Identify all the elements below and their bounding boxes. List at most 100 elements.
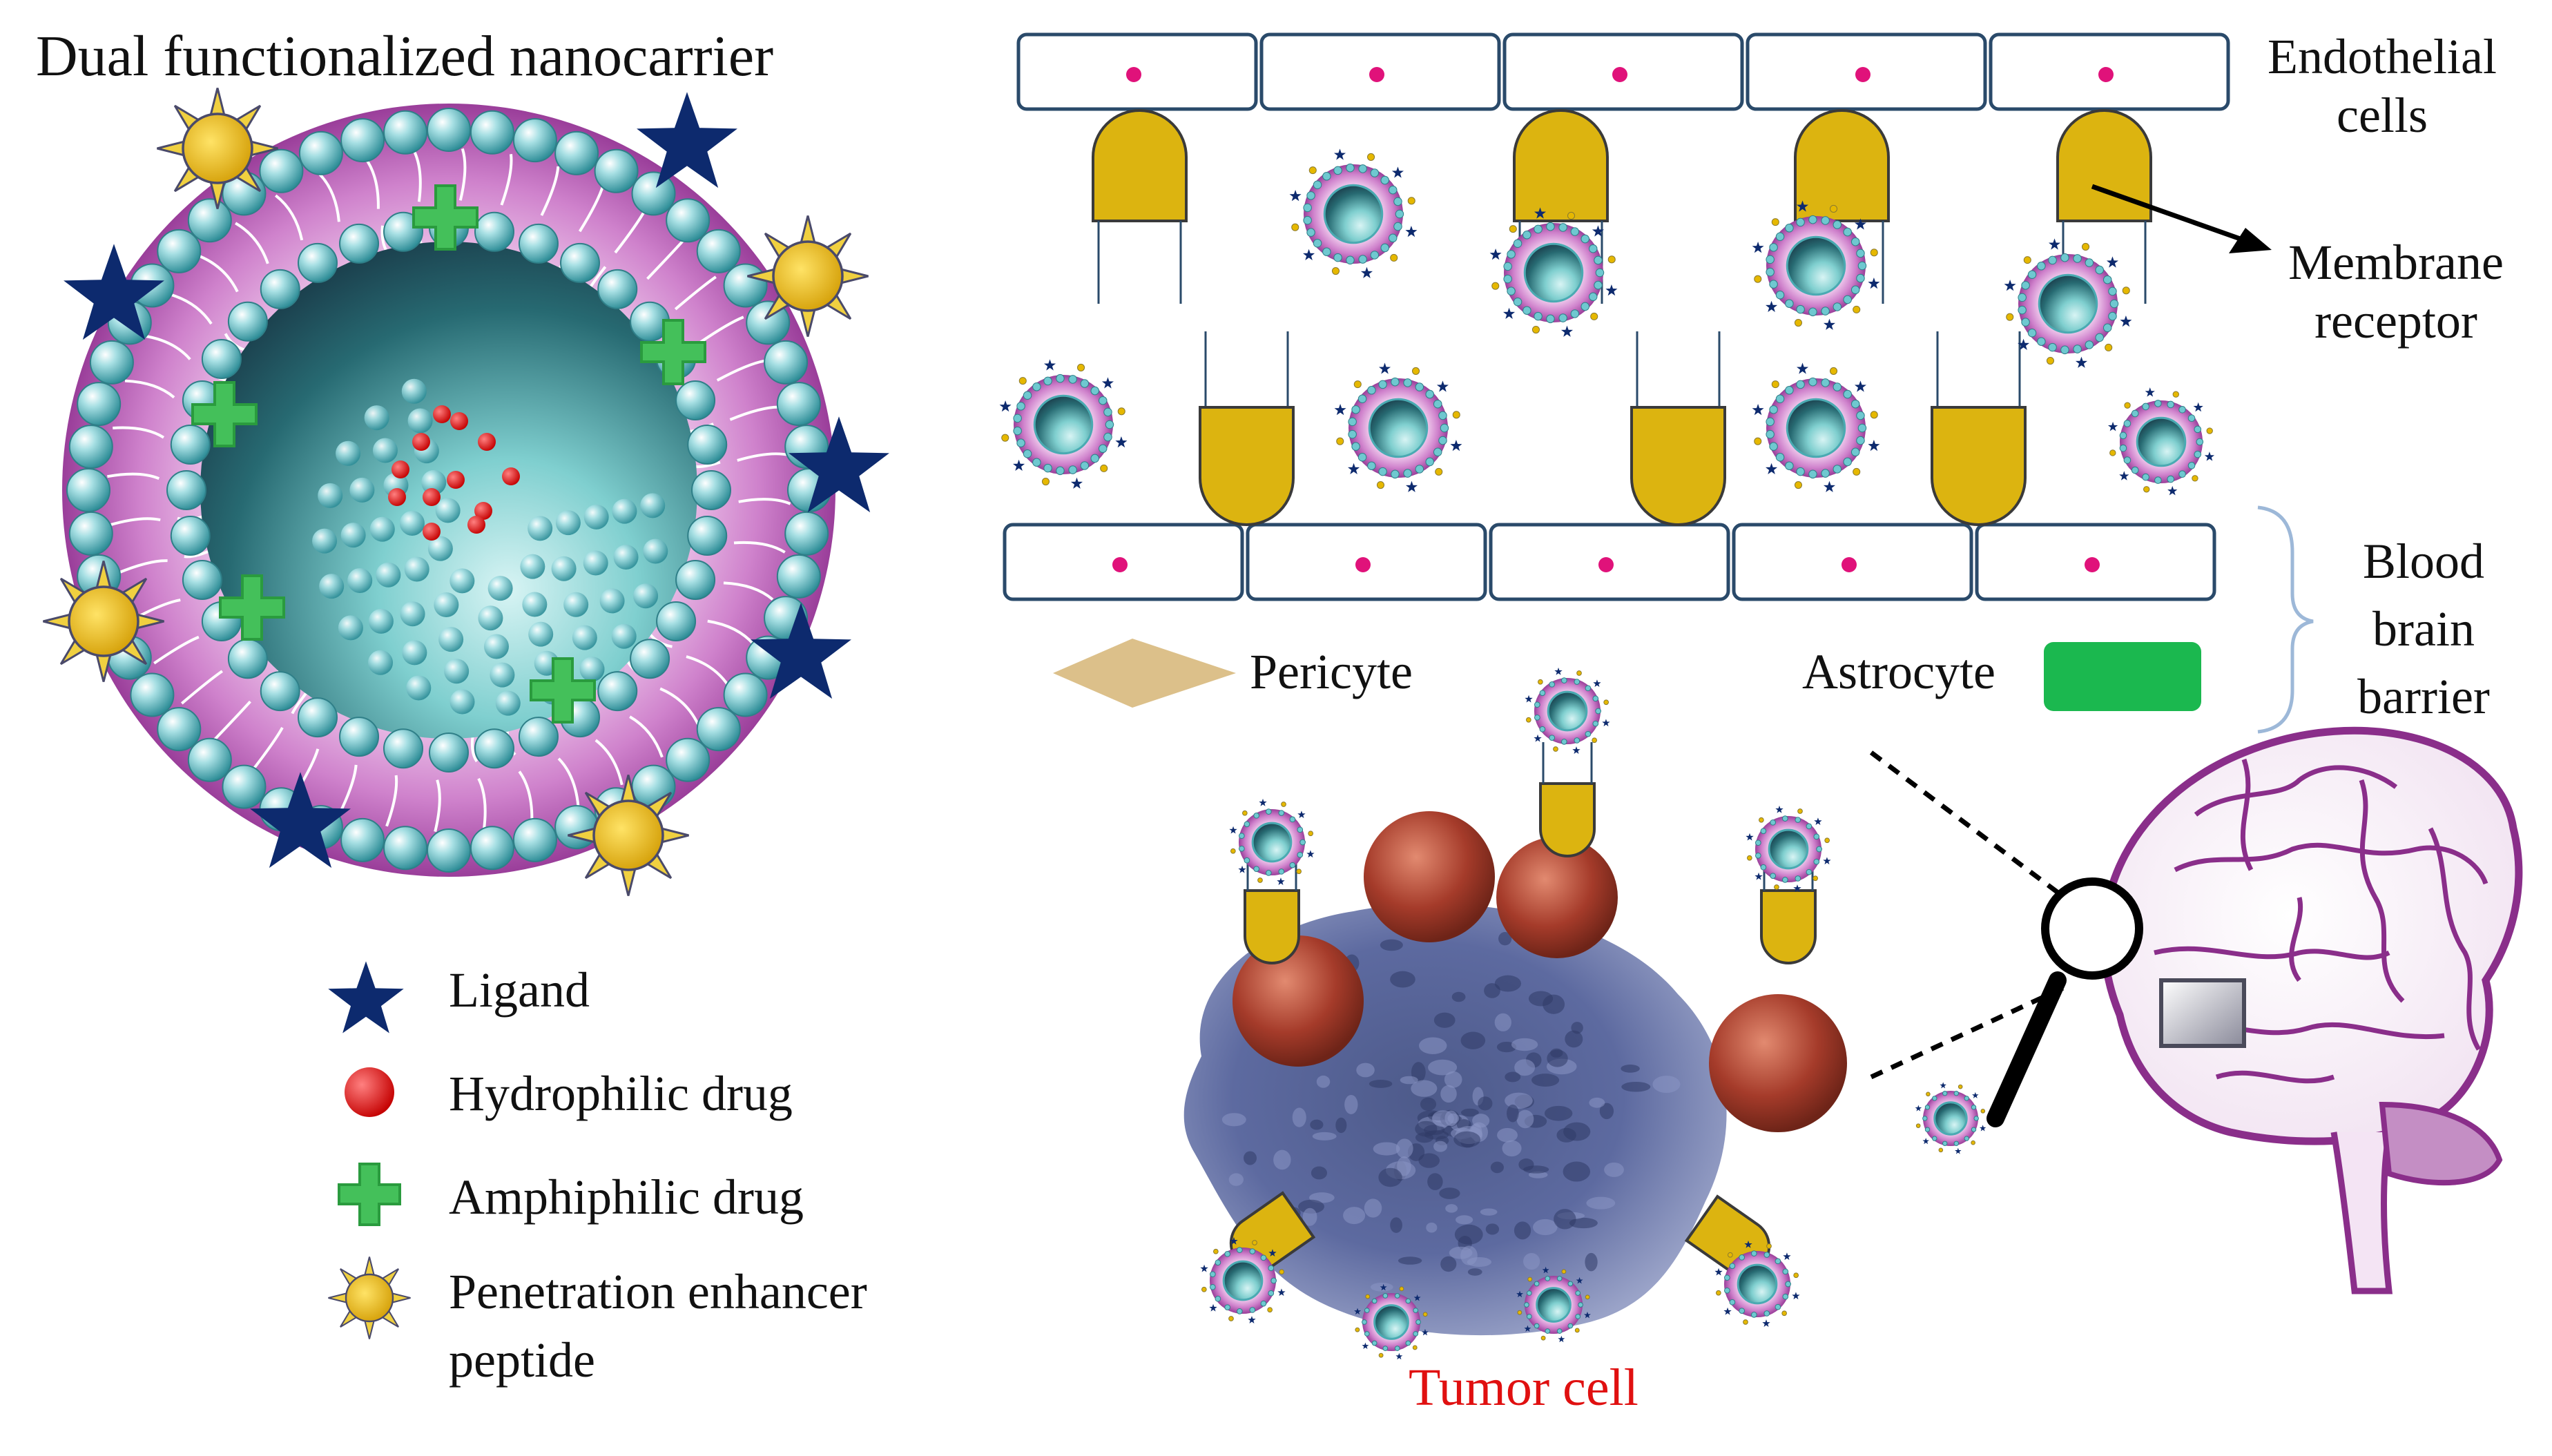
- core-lipid-head: [312, 528, 338, 554]
- lipid-tail: [578, 184, 605, 233]
- barrier-brace: [2257, 505, 2314, 734]
- tumor-cell-illustration: [1183, 667, 1986, 1360]
- small-nanocarrier: [2004, 238, 2132, 368]
- core-lipid-heads: [312, 378, 668, 716]
- tumor-texture-spot: [1440, 1085, 1457, 1103]
- lipid-head: [691, 470, 731, 510]
- lipid-tail: [318, 173, 340, 222]
- lipid-head: [130, 672, 175, 717]
- lipid-tail: [385, 775, 398, 827]
- core-lipid-head: [483, 634, 509, 659]
- core-lipid-head: [528, 516, 553, 541]
- pericyte-shape: [1053, 639, 1236, 708]
- tumor-texture-spot: [1455, 1215, 1473, 1225]
- small-nanocarrier: [1489, 207, 1618, 337]
- core-lipid-head: [579, 657, 605, 682]
- tumor-texture-spot: [1390, 971, 1415, 988]
- peptide-sun: [568, 775, 689, 896]
- small-nanocarrier: [1915, 1082, 1986, 1154]
- lipid-head: [340, 817, 385, 862]
- core-lipid-head: [376, 562, 401, 588]
- astrocyte-shape: [2044, 642, 2201, 711]
- lipid-tail: [275, 194, 304, 241]
- core-lipid-head: [490, 662, 515, 688]
- small-nanocarrier: [1354, 1283, 1429, 1360]
- small-nanocarrier: [1200, 1236, 1286, 1323]
- lipid-tail: [733, 541, 786, 554]
- lipid-tail: [629, 715, 664, 758]
- cell-nucleus: [1598, 557, 1614, 572]
- tumor-texture-spot: [1460, 1108, 1479, 1117]
- core-lipid-head: [528, 621, 554, 647]
- tumor-texture-spot: [1310, 1119, 1324, 1130]
- tumor-texture-spot: [1335, 1117, 1347, 1134]
- lipid-head: [298, 130, 343, 175]
- core-lipid-head: [372, 438, 398, 463]
- tumor-texture-spot: [1390, 1217, 1402, 1233]
- magnifier-handle: [1986, 971, 2067, 1127]
- tumor-texture-spot: [1311, 1166, 1328, 1180]
- lipid-tail: [500, 154, 513, 206]
- hydrophilic-drug-dot: [423, 523, 441, 541]
- nanocarrier-illustration: [43, 88, 889, 896]
- lipid-head: [666, 198, 710, 243]
- tumor-texture-spot: [1563, 1161, 1591, 1182]
- membrane-receptor: [1199, 406, 1295, 526]
- core-lipid-head: [612, 498, 637, 524]
- lipid-tail: [199, 255, 239, 293]
- lipid-tail: [434, 779, 441, 833]
- lipid-head: [597, 269, 638, 309]
- tumor-texture-spot: [1621, 1064, 1640, 1073]
- lipid-head: [89, 340, 134, 385]
- cell-nucleus: [1855, 67, 1870, 82]
- tumor-texture-spot: [1485, 1223, 1500, 1235]
- core-lipid-head: [551, 556, 577, 581]
- tumor-texture-spot: [1444, 1110, 1458, 1127]
- lipid-head: [157, 707, 202, 752]
- amphiphilic-drug-crosses: [191, 184, 706, 724]
- lipid-tail: [707, 619, 755, 646]
- small-nanocarrier: [1752, 362, 1880, 492]
- hydrophilic-drug-dot: [467, 516, 485, 534]
- core-lipid-head: [555, 510, 581, 536]
- peptide-sun: [747, 215, 869, 337]
- lipid-head: [166, 470, 206, 510]
- tumor-texture-spot: [1415, 1120, 1438, 1137]
- cell-nucleus: [1355, 557, 1371, 572]
- hydrophilic-drug-dot: [433, 405, 451, 423]
- hydrophilic-drug-dot: [478, 433, 496, 451]
- tumor-texture-spot: [1472, 1114, 1490, 1128]
- core-lipid-head: [435, 498, 461, 523]
- tumor-bleb: [1232, 935, 1364, 1067]
- legend-icons: [328, 961, 411, 1339]
- core-lipid-head: [368, 650, 394, 675]
- tumor-texture-spot: [1460, 1031, 1486, 1049]
- tumor-receptor: [1244, 889, 1300, 964]
- cell-nucleus: [1612, 67, 1627, 82]
- lipid-head: [339, 717, 380, 757]
- lipid-head: [666, 737, 710, 782]
- tumor-texture-spot: [1420, 1097, 1437, 1112]
- peptide-sun: [157, 88, 278, 209]
- lipid-head: [470, 826, 514, 871]
- lipid-tail: [737, 452, 789, 462]
- tumor-texture-spot: [1244, 1151, 1257, 1165]
- small-nanocarrier: [1516, 1266, 1591, 1343]
- lipid-head: [182, 559, 222, 600]
- tumor-bleb: [1709, 994, 1847, 1132]
- magnifier-lens: [2041, 877, 2143, 980]
- lipid-head: [68, 425, 113, 469]
- core-lipid-head: [583, 550, 608, 576]
- lipid-head: [687, 425, 728, 465]
- tumor-texture-spot: [1427, 1173, 1443, 1190]
- core-lipid-head: [349, 477, 375, 503]
- brain-illustration: [1869, 726, 2523, 1294]
- core-lipid-head: [347, 567, 373, 593]
- tumor-texture-spot: [1467, 1256, 1492, 1268]
- core-lipid-head: [572, 625, 597, 650]
- lipid-head: [518, 223, 559, 264]
- lipid-head: [470, 110, 514, 155]
- tumor-texture-spot: [1514, 1059, 1536, 1076]
- lipid-head: [170, 425, 211, 465]
